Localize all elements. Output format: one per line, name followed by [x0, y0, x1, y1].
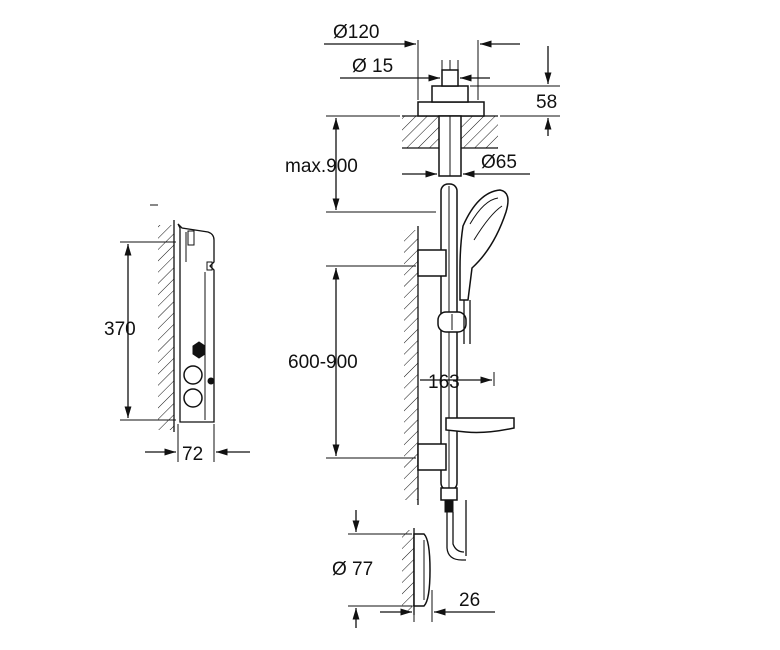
dim-diameter-65-label: Ø65	[481, 152, 517, 173]
wall-hatch-left	[158, 225, 174, 430]
shower-hose	[446, 512, 466, 561]
dim-diameter-77-label: Ø 77	[332, 559, 373, 580]
rail-bracket-lower	[417, 443, 447, 471]
dim-diameter-15-label: Ø 15	[352, 56, 393, 77]
dim-163-label: 163	[428, 372, 460, 393]
wall-hatch-outlet	[402, 530, 414, 612]
control-knob-lower	[183, 388, 203, 408]
wall-hatch-rail	[404, 230, 418, 500]
wall-panel-view: 370 72	[104, 204, 250, 465]
rail-bracket-upper	[417, 249, 447, 277]
soap-dish	[445, 417, 515, 434]
dim-58-label: 58	[536, 92, 557, 113]
dim-26-label: 26	[459, 590, 480, 611]
dim-72-label: 72	[182, 444, 203, 465]
wall-outlet-view: Ø 77 26	[332, 510, 495, 628]
dim-600-900-label: 600-900	[288, 352, 358, 373]
control-knob-upper	[183, 365, 203, 385]
panel-body	[177, 223, 215, 423]
hand-shower-head	[459, 189, 509, 301]
shower-control-hexagon	[192, 341, 206, 359]
dim-diameter-120-label: Ø120	[333, 22, 379, 43]
wall-outlet-flange	[413, 533, 431, 607]
dim-max-900-label: max.900	[285, 156, 358, 177]
dim-370-label: 370	[104, 319, 136, 340]
ceiling-flange	[417, 101, 485, 117]
shower-rail-view: 600-900 163	[288, 183, 515, 561]
ceiling-mount-view: Ø120 Ø 15 58 max.900 Ø65	[285, 22, 560, 213]
